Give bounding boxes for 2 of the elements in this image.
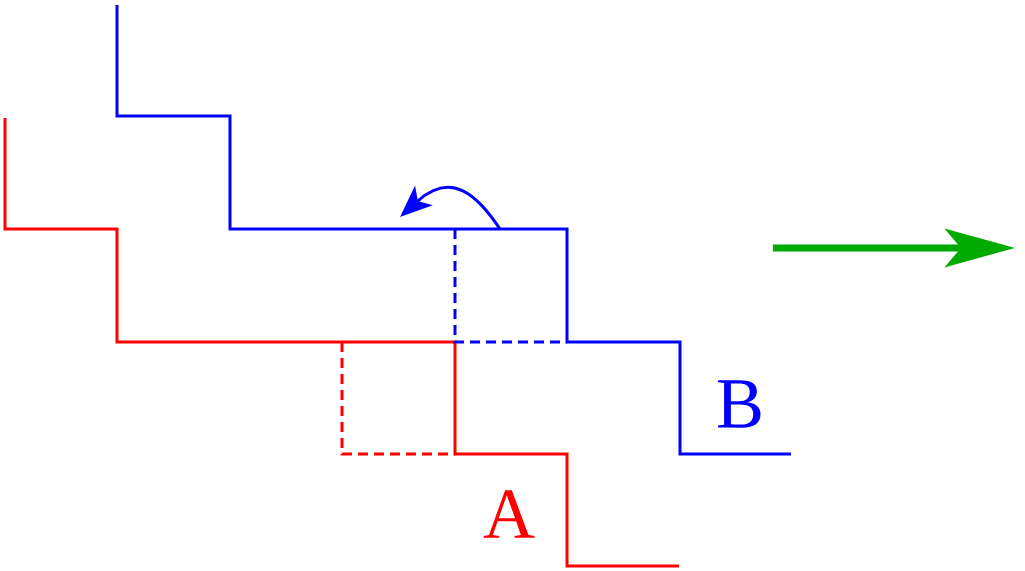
line-label: B	[718, 380, 761, 428]
line-label: A	[483, 490, 535, 538]
